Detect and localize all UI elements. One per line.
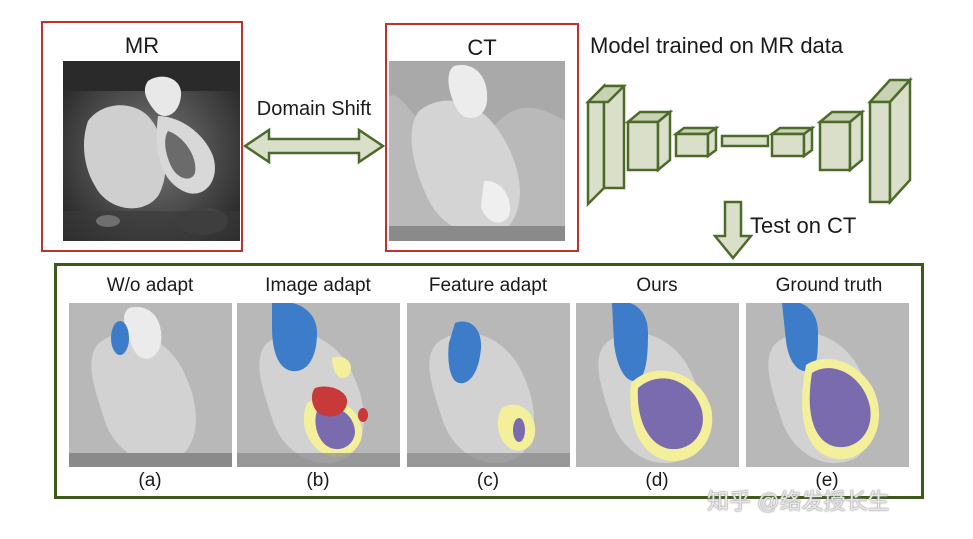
result-column-e: Ground truth (e) (743, 272, 915, 497)
result-title: Feature adapt (428, 275, 548, 296)
result-column-b: Image adapt (b) (234, 272, 402, 497)
encoder-decoder-network-icon (584, 76, 913, 208)
result-caption: (d) (645, 470, 669, 491)
ct-image (389, 61, 565, 241)
model-label: Model trained on MR data (590, 33, 844, 58)
segmentation-image (746, 303, 909, 467)
segmentation-image (576, 303, 739, 467)
down-arrow-icon (713, 200, 753, 260)
test-label: Test on CT (750, 213, 857, 238)
result-caption: (e) (815, 470, 839, 491)
ct-title: CT (467, 35, 497, 60)
watermark: 知乎 @络发授长生 (707, 489, 890, 514)
mr-panel: MR (41, 21, 243, 252)
result-caption: (a) (138, 470, 162, 491)
segmentation-image (407, 303, 570, 467)
ct-panel: CT (385, 23, 579, 252)
result-title: Ours (636, 275, 678, 296)
result-caption: (c) (476, 470, 500, 491)
result-column-c: Feature adapt (c) (404, 272, 572, 497)
segmentation-image (69, 303, 232, 467)
mr-title: MR (124, 33, 160, 58)
result-title: W/o adapt (106, 275, 194, 296)
double-arrow-icon (243, 127, 385, 165)
result-title: Ground truth (775, 275, 883, 296)
result-caption: (b) (306, 470, 330, 491)
result-column-d: Ours (d) (573, 272, 741, 497)
result-title: Image adapt (265, 275, 371, 296)
mr-image (63, 61, 240, 241)
segmentation-image (237, 303, 400, 467)
domain-shift-label: Domain Shift (256, 98, 372, 120)
result-column-a: W/o adapt (a) (66, 272, 234, 497)
results-panel (54, 263, 924, 499)
